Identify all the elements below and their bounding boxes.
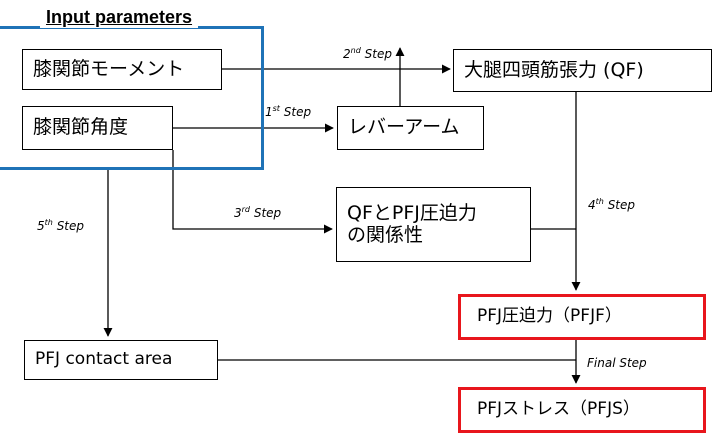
step-label-second: 2nd Step — [343, 46, 392, 62]
step-label-first: 1st Step — [265, 104, 312, 120]
step-label-third: 3rd Step — [234, 205, 282, 221]
knee-angle-box: 膝関節角度 — [22, 106, 173, 150]
qf-pfj-relation-box: QFとPFJ圧迫力 の関係性 — [336, 187, 531, 262]
lever-arm-label: レバーアーム — [348, 116, 460, 139]
pfj-contact-area-box: PFJ contact area — [24, 340, 218, 380]
knee-moment-box: 膝関節モーメント — [22, 49, 222, 90]
step-label-fourth: 4th Step — [588, 197, 636, 213]
pfj-contact-area-label: PFJ contact area — [35, 349, 173, 370]
qf-pfj-relation-line2: の関係性 — [347, 223, 424, 246]
step-label-final: Final Step — [587, 356, 647, 370]
quadriceps-tension-label: 大腿四頭筋張力 (QF) — [464, 58, 644, 81]
lever-arm-box: レバーアーム — [337, 106, 484, 150]
input-parameters-title: Input parameters — [40, 7, 199, 28]
qf-pfj-relation-line1: QFとPFJ圧迫力 — [347, 201, 477, 224]
pfj-stress-box: PFJストレス（PFJS） — [458, 387, 706, 433]
arrow-angle-to-relation — [172, 150, 333, 234]
pfj-force-box: PFJ圧迫力（PFJF） — [458, 294, 706, 340]
pfj-stress-label: PFJストレス（PFJS） — [477, 399, 640, 420]
knee-angle-label: 膝関節角度 — [33, 116, 129, 139]
quadriceps-tension-box: 大腿四頭筋張力 (QF) — [453, 49, 712, 92]
knee-moment-label: 膝関節モーメント — [33, 57, 185, 80]
step-label-fifth: 5th Step — [37, 218, 85, 234]
pfj-force-label: PFJ圧迫力（PFJF） — [477, 306, 622, 327]
